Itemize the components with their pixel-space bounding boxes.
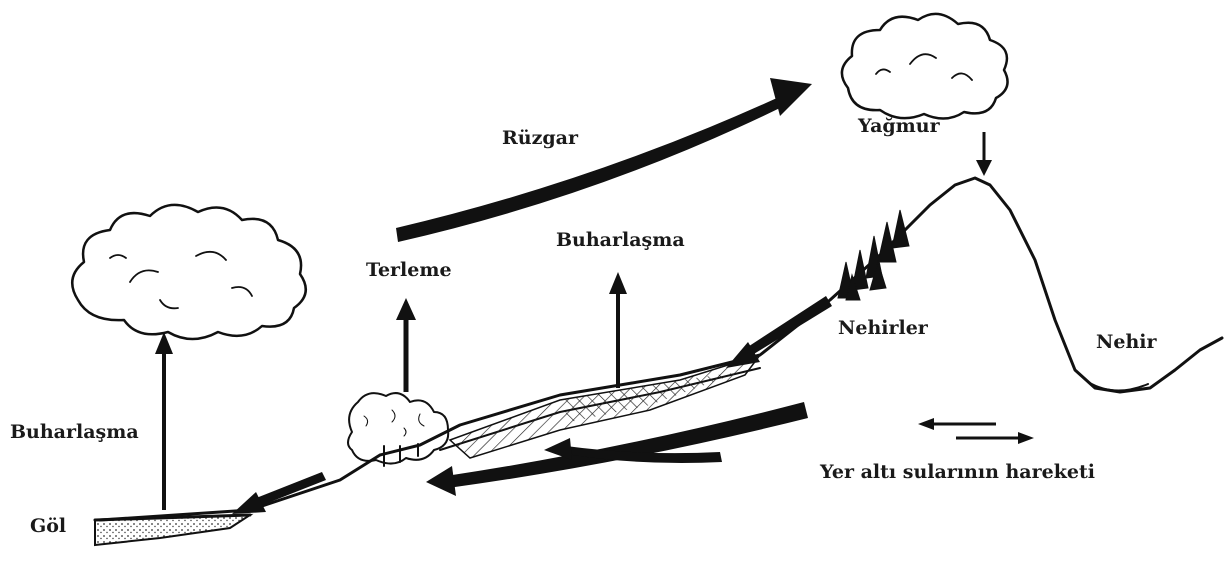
evaporation-arrow-left (155, 332, 173, 510)
runoff-arrow-rivers (726, 296, 832, 368)
cloud-left (72, 205, 306, 339)
evaporation-arrow-mid (609, 272, 627, 388)
label-yagmur: Yağmur (857, 115, 941, 137)
runoff-arrow-lake (232, 472, 326, 514)
label-nehir: Nehir (1096, 331, 1157, 353)
label-ruzgar: Rüzgar (502, 127, 579, 149)
label-nehirler: Nehirler (838, 317, 929, 339)
lake (95, 515, 250, 545)
label-terleme: Terleme (366, 259, 452, 281)
rain-arrow (976, 132, 992, 176)
trees (348, 393, 448, 466)
label-yer-alti: Yer altı sularının hareketi (819, 461, 1095, 483)
cloud-right (842, 14, 1008, 119)
forest (838, 210, 909, 300)
label-buharlasma-left: Buharlaşma (10, 421, 139, 443)
wind-arrow (396, 78, 812, 242)
label-gol: Göl (30, 515, 66, 537)
transpiration-arrow (396, 298, 416, 392)
legend-arrows (918, 418, 1034, 444)
label-buharlasma-mid: Buharlaşma (556, 229, 685, 251)
